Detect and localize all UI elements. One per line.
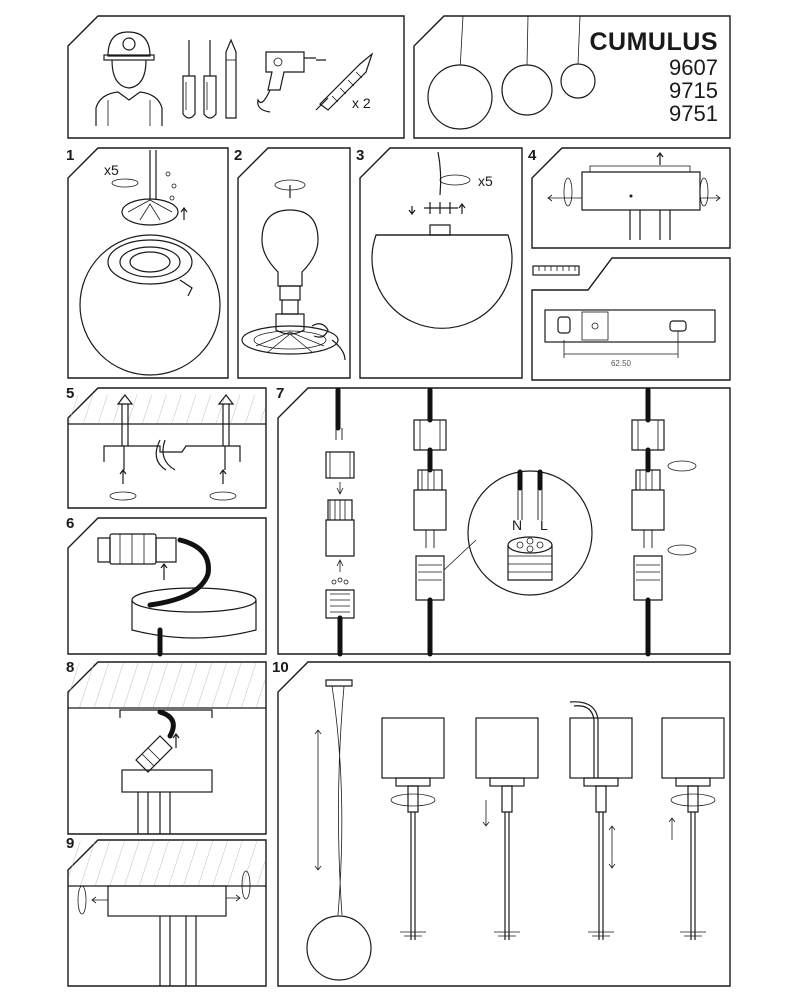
rotate-arrow-icon	[667, 544, 697, 556]
up-arrow-icon	[458, 203, 466, 214]
rotate-arrow-icon	[77, 885, 87, 915]
height-adjust-detail-3	[569, 701, 633, 940]
screwdriver-icon	[182, 40, 217, 119]
step-2-panel: 2	[234, 147, 351, 379]
rotate-arrow-icon	[670, 793, 716, 807]
height-adjust-detail-1	[381, 717, 445, 940]
rotate-arrow-icon	[241, 870, 251, 900]
step-4b-panel: 62.50	[531, 257, 731, 381]
screw-count: x5	[478, 173, 493, 189]
up-arrow-icon	[656, 152, 664, 165]
brand-name: CUMULUS	[590, 28, 719, 56]
step-3-panel: 3 x5	[356, 147, 523, 379]
height-adjust-detail-2	[475, 717, 539, 940]
pencil-icon	[225, 38, 237, 119]
rotate-arrow-icon	[109, 491, 137, 501]
rotate-arrow-icon	[439, 174, 471, 186]
ruler-icon	[532, 265, 580, 276]
step-number: 1	[66, 147, 74, 164]
rotate-arrow-icon	[699, 177, 709, 207]
anchor-quantity: x 2	[352, 95, 371, 111]
rotate-arrow-icon	[563, 177, 573, 207]
rotate-arrow-icon	[111, 178, 139, 188]
step-number: 3	[356, 147, 364, 164]
rotate-arrow-icon	[390, 793, 436, 807]
neutral-label: N	[512, 517, 522, 533]
step-number: 2	[234, 147, 242, 164]
rotate-arrow-icon	[209, 491, 237, 501]
step-8-panel: 8	[66, 659, 267, 835]
up-arrow-icon	[160, 563, 168, 580]
model-number-3: 9751	[669, 101, 718, 126]
rotate-arrow-icon	[667, 460, 697, 472]
step-number: 6	[66, 515, 74, 532]
up-arrow-icon	[668, 817, 676, 840]
up-arrow-icon	[219, 469, 227, 484]
screw-count: x5	[104, 162, 119, 178]
step-6-panel: 6	[66, 515, 267, 657]
model-number-2: 9715	[669, 78, 718, 103]
step-number: 10	[272, 659, 289, 676]
step-5-panel: 5	[66, 385, 267, 509]
step-number: 4	[528, 147, 537, 164]
step-7-panel: 7 N L	[276, 385, 731, 657]
electrician-helmet-icon	[95, 31, 163, 126]
product-panel: CUMULUS 9607 9715 9751	[413, 15, 731, 139]
live-label: L	[540, 517, 548, 533]
height-adjust-detail-4	[661, 717, 725, 940]
step-10-panel: 10	[272, 659, 731, 987]
step-number: 5	[66, 385, 74, 402]
up-arrow-icon	[119, 469, 127, 484]
model-number-1: 9607	[669, 55, 718, 80]
drill-icon	[257, 51, 326, 113]
step-1-panel: 1 x5	[66, 147, 229, 379]
wall-anchor-icon	[315, 52, 374, 111]
connector-detail-magnifier: N L	[467, 469, 593, 596]
step-9-panel: 9	[66, 835, 267, 987]
up-arrow-icon	[172, 733, 180, 748]
dimension-label: 62.50	[611, 359, 632, 368]
step-4-panel: 4	[528, 147, 731, 249]
up-arrow-icon	[180, 207, 188, 220]
step-number: 7	[276, 385, 284, 402]
tools-panel: x 2	[67, 15, 405, 139]
